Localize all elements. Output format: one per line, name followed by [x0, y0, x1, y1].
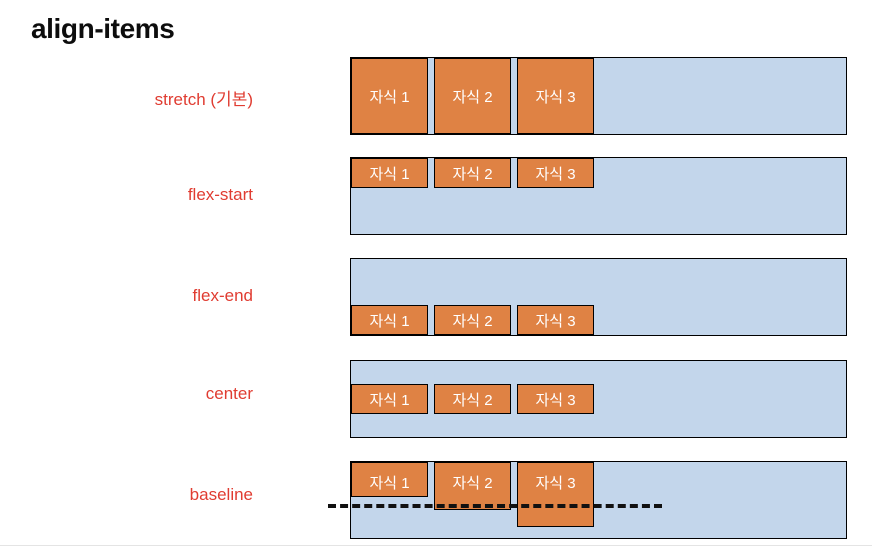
flex-container-stretch: 자식 1 자식 2 자식 3	[350, 57, 847, 135]
row-center: center 자식 1 자식 2 자식 3	[0, 360, 872, 438]
flex-item-2: 자식 2	[434, 305, 511, 335]
flex-items-flex-start: 자식 1 자식 2 자식 3	[351, 158, 846, 234]
row-label-center: center	[205, 384, 253, 403]
flex-container-center: 자식 1 자식 2 자식 3	[350, 360, 847, 438]
flex-item-1: 자식 1	[351, 58, 428, 134]
flex-container-flex-end: 자식 1 자식 2 자식 3	[350, 258, 847, 336]
flex-item-2: 자식 2	[434, 384, 511, 414]
flex-item-1: 자식 1	[351, 158, 428, 188]
flex-item-3: 자식 3	[517, 384, 594, 414]
flex-item-3: 자식 3	[517, 58, 594, 134]
baseline-guide-line	[328, 504, 662, 508]
page-title: align-items	[31, 13, 175, 44]
flex-items-baseline: 자식 1 자식 2 자식 3	[351, 462, 846, 538]
flex-item-3: 자식 3	[517, 158, 594, 188]
flex-item-2: 자식 2	[434, 158, 511, 188]
flex-items-center: 자식 1 자식 2 자식 3	[351, 361, 846, 437]
row-baseline: baseline 자식 1 자식 2 자식 3	[0, 461, 872, 539]
flex-container-flex-start: 자식 1 자식 2 자식 3	[350, 157, 847, 235]
bottom-divider	[0, 545, 872, 546]
flex-items-flex-end: 자식 1 자식 2 자식 3	[351, 259, 846, 335]
flex-item-2: 자식 2	[434, 462, 511, 510]
row-label-baseline: baseline	[189, 485, 253, 504]
flex-item-1: 자식 1	[351, 462, 428, 497]
flex-item-3: 자식 3	[517, 462, 594, 527]
row-label-flex-end: flex-end	[192, 286, 253, 305]
row-flex-start: flex-start 자식 1 자식 2 자식 3	[0, 157, 872, 235]
row-label-flex-start: flex-start	[187, 185, 253, 204]
row-flex-end: flex-end 자식 1 자식 2 자식 3	[0, 258, 872, 336]
flex-item-2: 자식 2	[434, 58, 511, 134]
flex-items-stretch: 자식 1 자식 2 자식 3	[351, 58, 846, 134]
flex-item-3: 자식 3	[517, 305, 594, 335]
flex-item-1: 자식 1	[351, 305, 428, 335]
row-stretch: stretch (기본) 자식 1 자식 2 자식 3	[0, 57, 872, 135]
flex-item-1: 자식 1	[351, 384, 428, 414]
row-label-stretch: stretch (기본)	[154, 90, 253, 109]
flex-container-baseline: 자식 1 자식 2 자식 3	[350, 461, 847, 539]
